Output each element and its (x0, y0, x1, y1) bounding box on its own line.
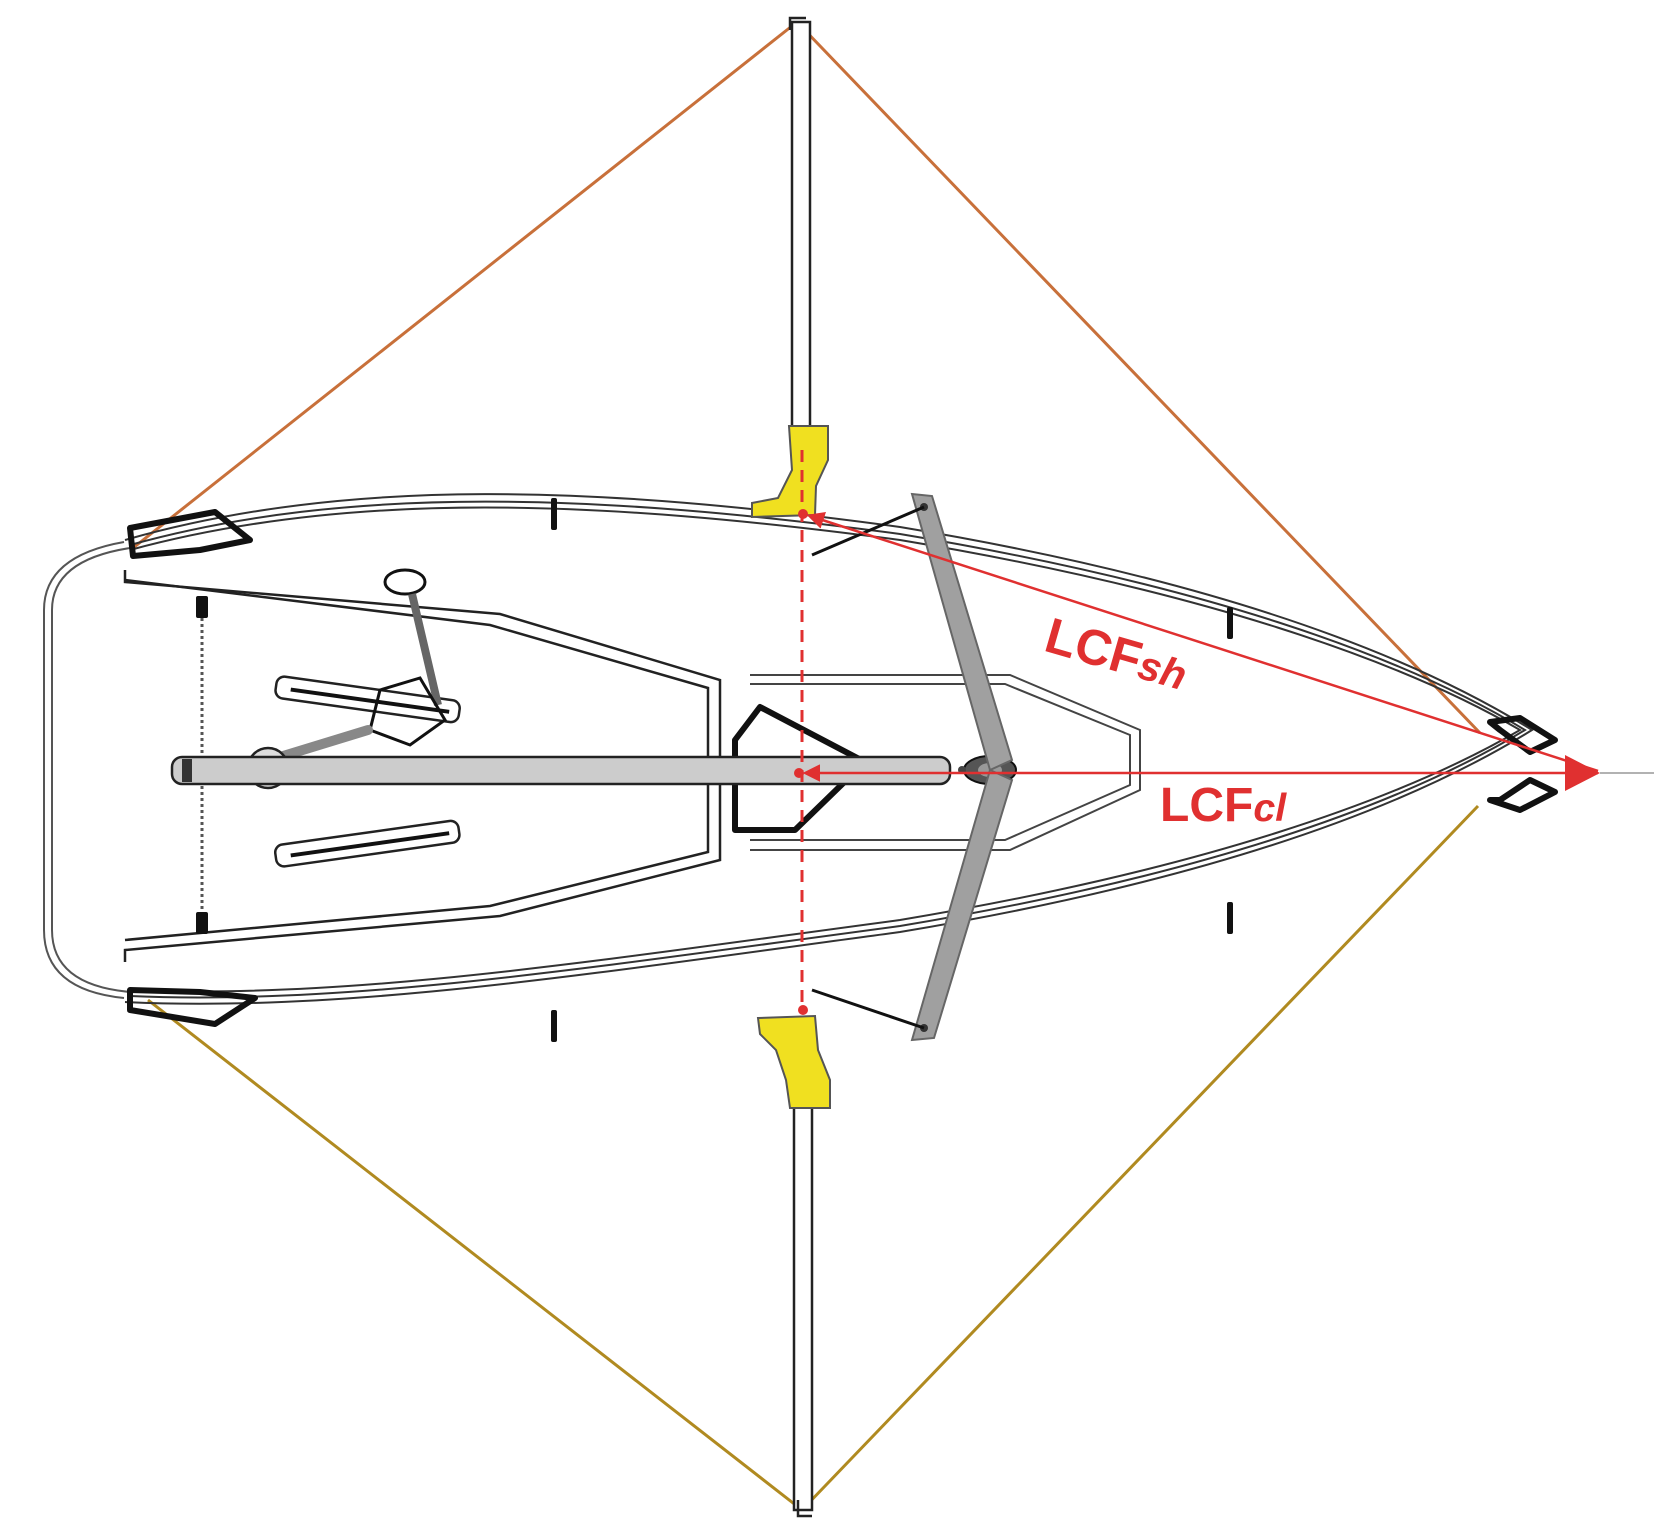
spreader-bars (910, 492, 1014, 1042)
starboard-shroud-lines (147, 804, 1480, 1512)
spreader-stay-lines (811, 505, 925, 1030)
ref-point-center (794, 768, 804, 778)
seat-slot-upper (274, 675, 461, 724)
label-lcf-cl-sub: cl (1253, 786, 1287, 830)
seat-slot-lower (273, 819, 461, 868)
lcf-sh-arrow (806, 511, 1599, 773)
label-lcf-cl-main: LCF (1160, 779, 1254, 832)
lower-spreader-pole (792, 1098, 814, 1518)
rail-stanchions (551, 498, 1233, 1042)
ref-point-lower (798, 1005, 808, 1015)
label-lcf-cl: LCFcl (1160, 782, 1286, 830)
ref-point-upper (798, 509, 808, 519)
mast-partner-icon (732, 704, 868, 833)
boom (170, 755, 952, 786)
transom (43, 541, 131, 999)
hiking-boot-icon (751, 425, 831, 1109)
traveller-bar (196, 596, 208, 935)
upper-spreader-pole (788, 16, 812, 434)
bow-arrowhead-icon (1565, 755, 1600, 791)
hull-outline (124, 493, 1534, 1005)
port-shroud-lines (132, 20, 1482, 735)
stay-chainplate-icon (127, 509, 1558, 1027)
